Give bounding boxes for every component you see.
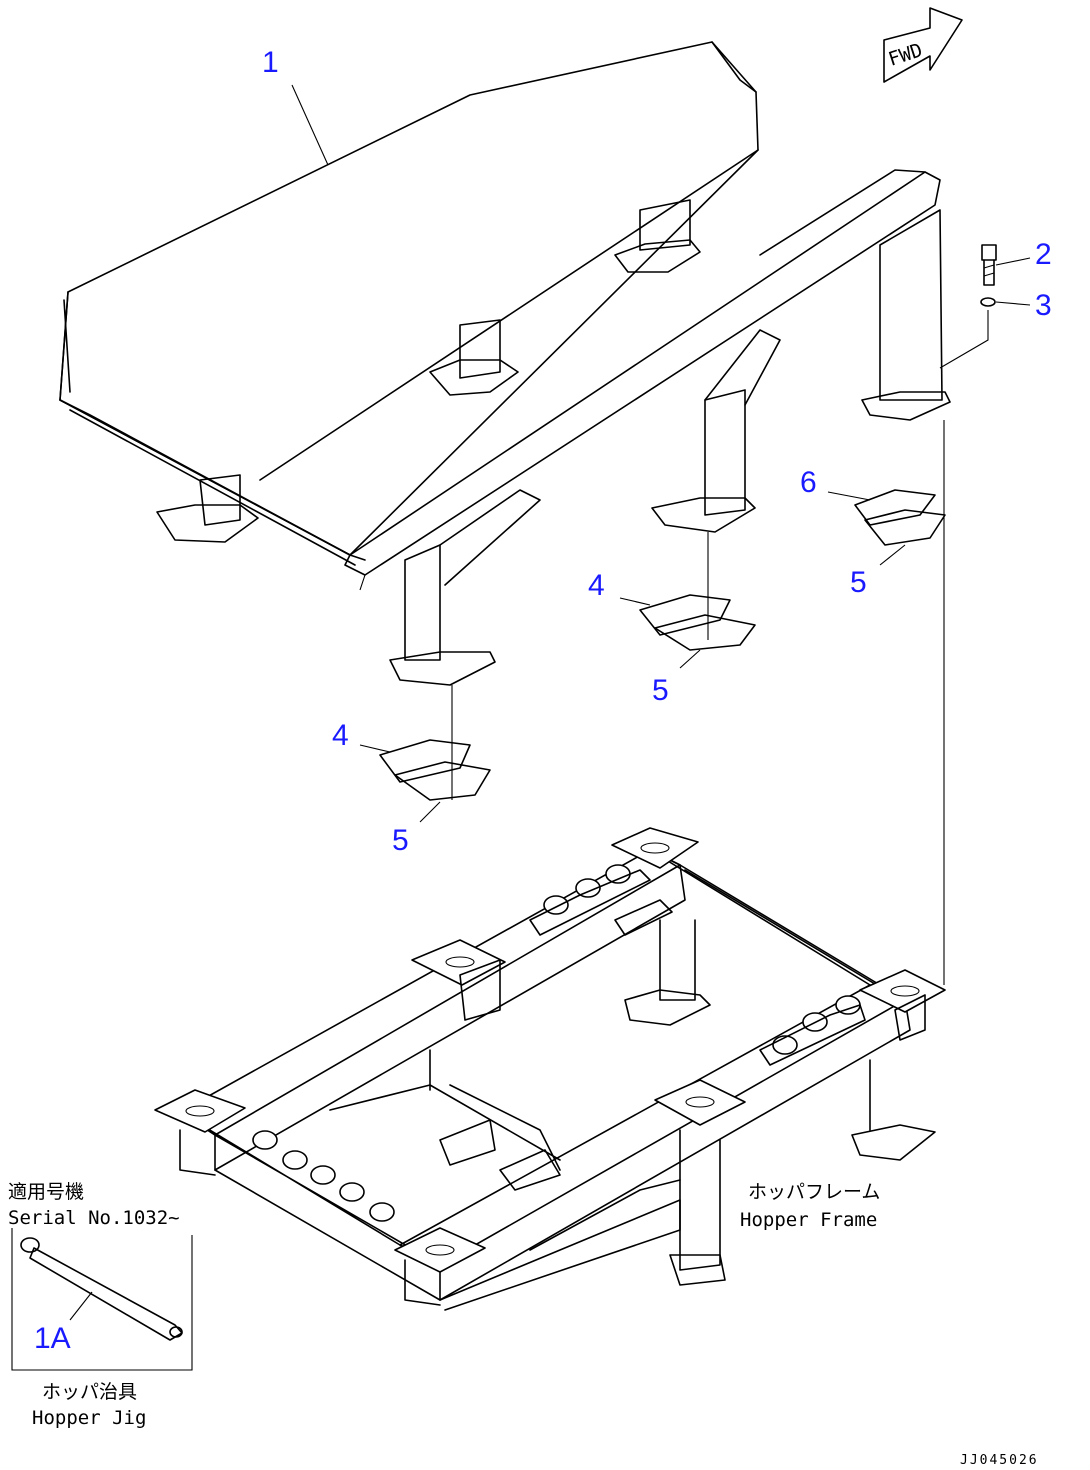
callout-6: 6 [800,466,817,499]
hopper-legs [156,199,951,686]
fwd-label: FWD [886,39,925,71]
shim-part-6 [854,489,946,546]
callout-5-middle: 5 [652,674,669,707]
callout-1a: 1A [34,1322,71,1355]
hopper-body-part-1 [59,41,941,591]
hopper-jig-label-en: Hopper Jig [32,1407,146,1429]
bolt-part-2 [981,244,1031,286]
callout-4-lower: 4 [332,719,349,752]
shim-part-4-lower [379,739,491,801]
hopper-jig-part-1a [20,1237,183,1341]
callout-1: 1 [262,46,279,79]
shim-part-4-upper [639,594,756,651]
hopper-jig-inset [11,1228,193,1371]
serial-label-en: Serial No.1032~ [8,1207,180,1229]
hopper-frame [154,827,946,1311]
callout-5-right: 5 [850,566,867,599]
callout-4-upper: 4 [588,569,605,602]
hopper-jig-label-jp: ホッパ治具 [42,1381,137,1403]
fwd-arrow-icon: FWD [883,7,963,83]
washer-part-3 [939,297,1031,369]
hopper-frame-label-jp: ホッパフレーム [748,1181,880,1203]
callout-2: 2 [1035,238,1052,271]
drawing-code: JJ045026 [960,1453,1039,1468]
callout-3: 3 [1035,289,1052,322]
hopper-frame-label-en: Hopper Frame [740,1209,877,1231]
serial-label-jp: 適用号機 [8,1181,84,1203]
callout-5-lower: 5 [392,824,409,857]
